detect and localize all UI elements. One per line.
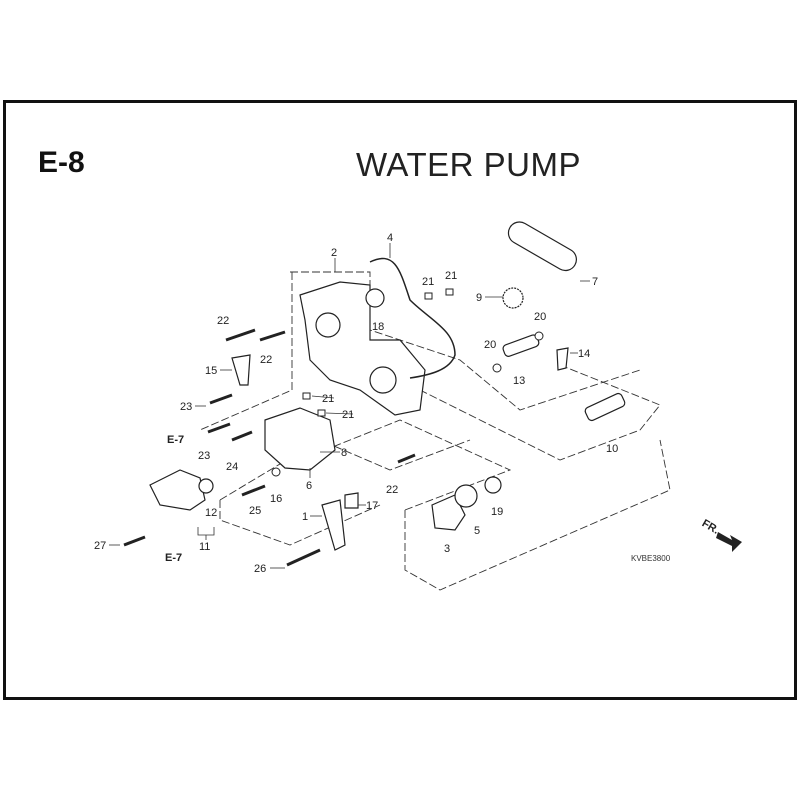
leader-lines: [109, 243, 590, 569]
reference-e7[interactable]: E-7: [167, 434, 184, 446]
callout-18[interactable]: 18: [372, 321, 384, 333]
page-title: WATER PUMP: [356, 146, 581, 183]
bracket-15: [231, 354, 251, 386]
sprocket-9: [502, 287, 524, 309]
cover-bore-2: [369, 366, 397, 394]
bolt-23: [209, 393, 233, 405]
callout-16[interactable]: 16: [270, 493, 282, 505]
callout-11[interactable]: 11: [199, 541, 210, 553]
callout-8[interactable]: 8: [341, 447, 347, 459]
bolt-27: [123, 535, 146, 547]
drive-chain-7: [507, 221, 577, 272]
washer-20: [492, 363, 502, 373]
callout-22[interactable]: 22: [386, 484, 398, 496]
callout-21[interactable]: 21: [342, 409, 354, 421]
callout-21[interactable]: 21: [322, 393, 334, 405]
bolts: [123, 328, 416, 567]
washer-20: [534, 331, 544, 341]
clamp-17: [344, 492, 359, 509]
gasket-4: [369, 257, 456, 379]
callout-21[interactable]: 21: [445, 270, 457, 282]
callout-26[interactable]: 26: [254, 563, 266, 575]
dowel-21: [302, 392, 311, 400]
callout-20[interactable]: 20: [534, 311, 546, 323]
diagram-frame: [3, 100, 797, 700]
impeller-3: [431, 494, 466, 531]
callout-23[interactable]: 23: [180, 401, 192, 413]
dowel-21: [424, 292, 433, 300]
callout-15[interactable]: 15: [205, 365, 217, 377]
callout-27[interactable]: 27: [94, 540, 106, 552]
thermostat-housing-11: [149, 469, 206, 511]
callout-7[interactable]: 7: [592, 276, 598, 288]
bolt-22: [225, 328, 256, 342]
callout-20[interactable]: 20: [484, 339, 496, 351]
dowel-21: [317, 409, 326, 417]
clip-14: [556, 347, 569, 371]
pump-shaft-10: [584, 392, 626, 422]
bolt-23: [207, 422, 231, 434]
callout-14[interactable]: 14: [578, 348, 590, 360]
callout-23[interactable]: 23: [198, 450, 210, 462]
mechanical-seal-5: [454, 484, 478, 508]
dowel-pins: [271, 288, 544, 477]
callout-22[interactable]: 22: [217, 315, 229, 327]
bracket-1: [321, 499, 346, 551]
dowel-21: [445, 288, 454, 296]
oil-seal-18: [365, 288, 385, 308]
callout-22[interactable]: 22: [260, 354, 272, 366]
diagram-code: KVBE3800: [631, 554, 671, 563]
group-outline-shaft: [399, 364, 661, 461]
callout-19[interactable]: 19: [491, 506, 503, 518]
callout-17[interactable]: 17: [366, 500, 378, 512]
callout-4[interactable]: 4: [387, 232, 393, 244]
callout-12[interactable]: 12: [205, 507, 217, 519]
callouts: 2 4 21 21 7 9 20 20 14 13 18 22 22 15 23…: [94, 232, 618, 575]
water-pump-cover: [299, 281, 426, 416]
callout-2[interactable]: 2: [331, 247, 337, 259]
callout-1[interactable]: 1: [302, 511, 308, 523]
bolt-22: [397, 453, 416, 464]
oil-seal-19: [484, 476, 502, 494]
group-outline-left: [199, 272, 293, 431]
callout-13[interactable]: 13: [513, 375, 525, 387]
cover-bore: [315, 312, 341, 338]
front-arrow-icon: [716, 532, 742, 552]
callout-21[interactable]: 21: [422, 276, 434, 288]
bolt-24: [231, 430, 253, 442]
pump-housing-6: [264, 407, 336, 471]
bolt-26: [286, 548, 321, 567]
bolt-22: [259, 330, 286, 342]
callout-10[interactable]: 10: [606, 443, 618, 455]
callout-6[interactable]: 6: [306, 480, 312, 492]
section-code: E-8: [38, 146, 85, 179]
callout-9[interactable]: 9: [476, 292, 482, 304]
callout-24[interactable]: 24: [226, 461, 238, 473]
o-ring-12: [198, 478, 214, 494]
reference-e7[interactable]: E-7: [165, 552, 182, 564]
bolt-25: [241, 484, 266, 497]
group-outline-cover: [290, 271, 641, 411]
callout-3[interactable]: 3: [444, 543, 450, 555]
callout-25[interactable]: 25: [249, 505, 261, 517]
callout-5[interactable]: 5: [474, 525, 480, 537]
shaft-13: [502, 334, 540, 357]
washer-16: [271, 467, 281, 477]
